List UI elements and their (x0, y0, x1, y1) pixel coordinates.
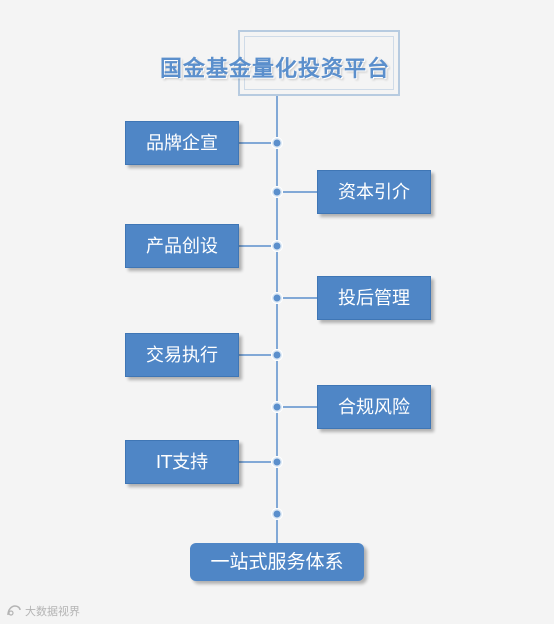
timeline-dot (273, 139, 281, 147)
timeline-dot (273, 188, 281, 196)
timeline-dots (271, 137, 283, 520)
timeline-dot (273, 242, 281, 250)
node-it-support: IT支持 (125, 440, 239, 484)
one-stop-service-node: 一站式服务体系 (190, 543, 364, 581)
node-compliance-risk: 合规风险 (317, 385, 431, 429)
node-capital-introduction: 资本引介 (317, 170, 431, 214)
timeline-dot (273, 458, 281, 466)
timeline-dot (273, 510, 281, 518)
title-frame-inner (244, 36, 394, 90)
timeline-dot (273, 403, 281, 411)
node-brand-promotion: 品牌企宣 (125, 121, 239, 165)
title-frame (238, 30, 400, 96)
timeline-dot (273, 351, 281, 359)
connector-lines (239, 96, 317, 543)
watermark-text: 大数据视界 (25, 605, 80, 618)
page-title: 国金基金量化投资平台 (159, 57, 390, 82)
watermark: 大数据视界 (6, 603, 80, 619)
node-post-investment: 投后管理 (317, 276, 431, 320)
node-product-creation: 产品创设 (125, 224, 239, 268)
watermark-logo-icon (7, 605, 21, 616)
timeline-dot (273, 294, 281, 302)
node-trade-execution: 交易执行 (125, 333, 239, 377)
